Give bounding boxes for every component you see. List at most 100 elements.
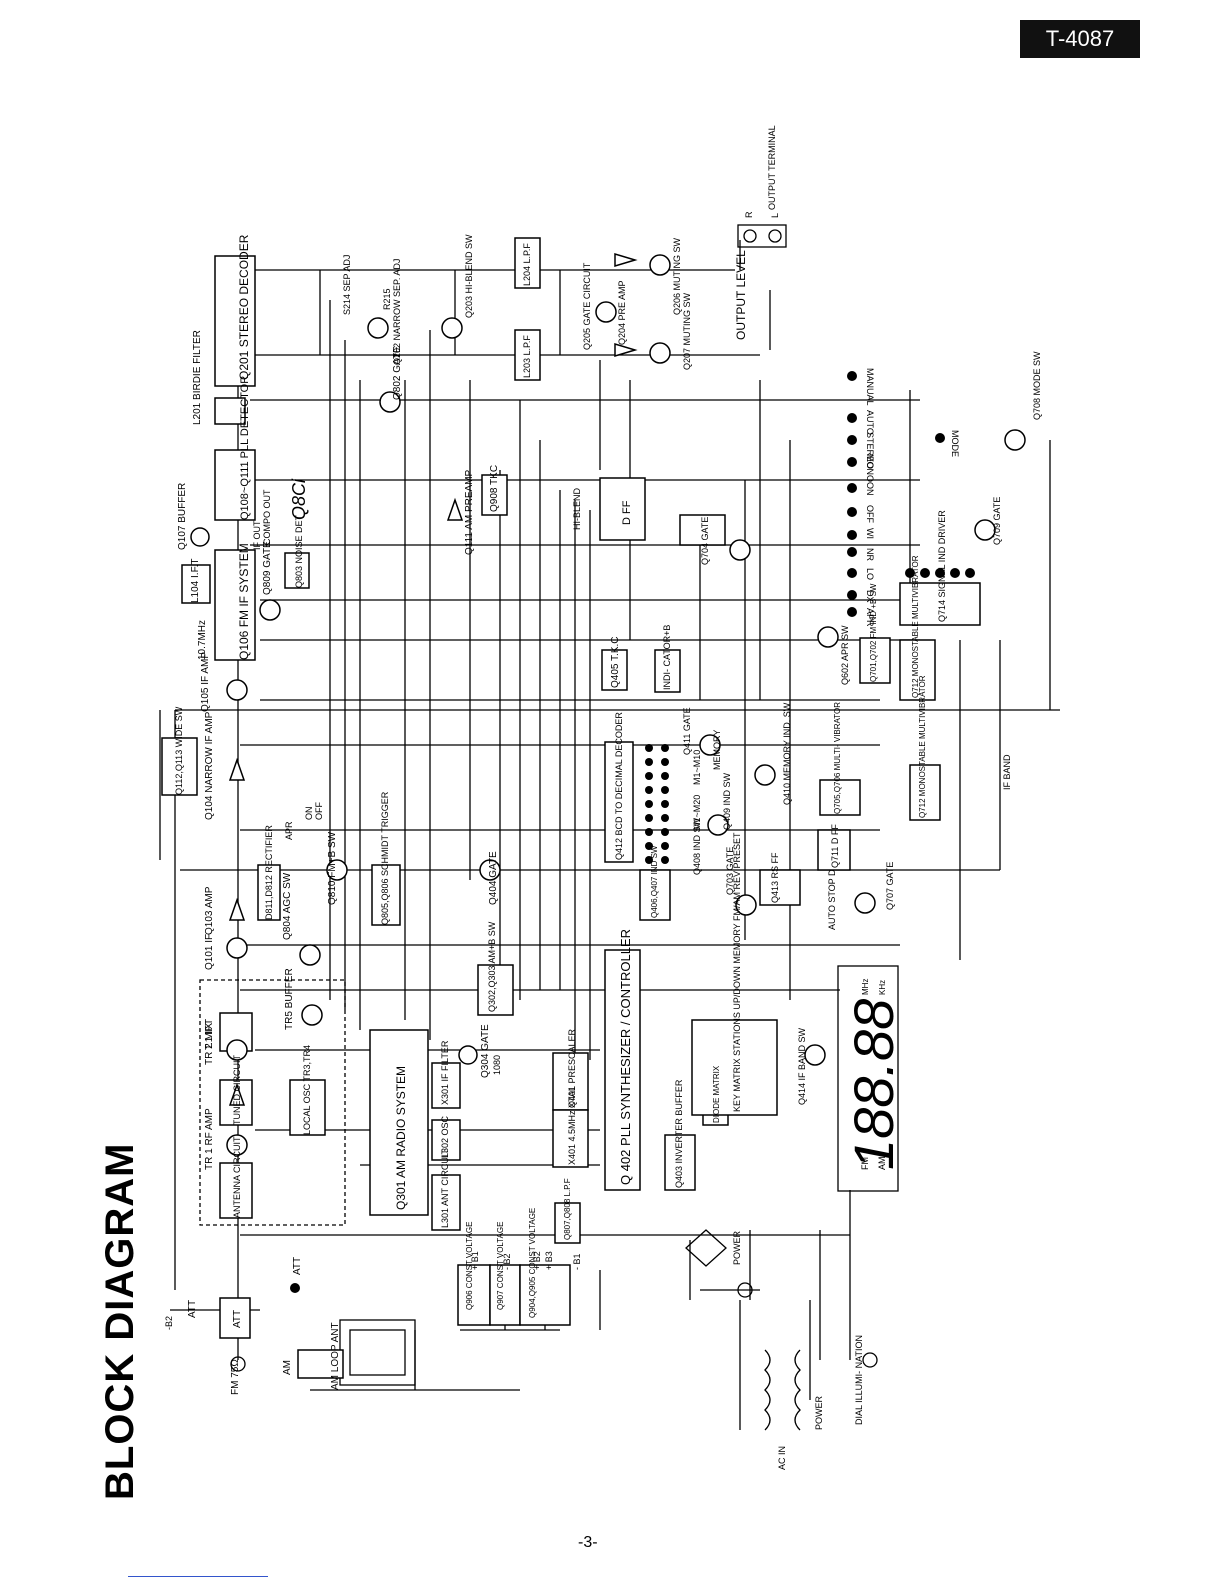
label-local: LOCAL OSC TR3,TR4 [302,1045,312,1135]
label-q602: Q602 APR SW [840,625,850,685]
lpf-l203-box [514,329,541,381]
fm-if-system-box [214,549,256,661]
label-q908: Q908 TKC [489,465,500,512]
am-terminal-box [297,1349,344,1379]
label-apr-sw: APR [865,608,875,627]
label-s214: S214 SEP ADJ [342,255,352,315]
label-ifband: IF BAND [1002,754,1012,790]
d-ff-box [599,477,646,541]
label-sw-on: ON [865,482,875,496]
bcd-decoder-box [604,741,634,863]
label-q708: Q708 MODE SW [1032,351,1042,420]
label-q304: Q304 GATE [480,1024,491,1078]
label-antenna: ANTENNA CIRCUIT [232,1136,242,1218]
label-q810: Q810 FM+B SW [327,831,338,905]
multivibrator-box [819,779,861,816]
const-voltage-q906-box [457,1264,491,1326]
pll-synthesizer-box [604,949,641,1191]
label-auto: AUTO [865,410,875,435]
label-q705: Q705,Q706 MULTI- VIBRATOR [833,702,842,814]
label-q403: Q403 INVERTER BUFFER [674,1079,684,1188]
label-q904: Q904,Q905 CONST VOLTAGE [528,1208,537,1318]
key-matrix-box [691,1019,778,1116]
label-q703: Q703 GATE [725,847,735,895]
label-wi: WI [865,528,875,539]
label-l302: L302 OSC [440,1115,450,1158]
label-t1: T.1 IFT [204,1019,215,1050]
label-q807: Q807,Q808 L.P.F [563,1178,572,1240]
label-q410: Q410 MEMORY IND. SW [782,702,792,805]
label-q202: Q202 NARROW SEP. ADJ [392,259,402,365]
label-dial: DIAL ILLUMI- NATION [854,1335,864,1425]
prescaler-box [552,1052,589,1111]
label-tr2: TR 2 MIX [204,1022,215,1065]
label-diode: DIODE MATRIX [712,1065,721,1123]
label-tuned: TUNED CIRCUIT [232,1055,242,1125]
label-b1: + B1 [470,1251,480,1270]
monostable-q712-box [899,639,936,701]
label-q704: Q704 GATE [700,517,710,565]
q704-logic-box [679,514,726,546]
fm-ind-b-sw-box [859,637,891,684]
label-att-sw: ATT [187,1300,198,1318]
label-q207: Q207 MUTING SW [682,292,692,370]
pll-detector-box [214,449,256,521]
ant-circuit-l301-box [431,1174,461,1231]
model-number-tag: T-4087 [1020,20,1140,58]
label-q107: Q107 BUFFER [177,483,188,550]
rectifier-box [257,864,281,921]
label-q802: Q802 GATE [392,346,403,400]
label-nr: NR [865,548,875,561]
att-box [219,1297,251,1339]
label-q711: Q711 D FF [830,824,840,868]
label-d811: D811,D812 RECTIFIER [264,825,274,920]
tkc-q405-box [601,649,628,691]
label-q714: Q714 SIGNAL IND DRIVER [937,510,947,622]
label-on: ON [304,807,314,821]
label-dx: DX [865,590,875,603]
label-q203: Q203 HI-BLEND SW [464,234,474,318]
label-sw-off: OFF [865,505,875,523]
label-b2p: + B2 [532,1251,542,1270]
label-gate1080: 1080 [492,1055,502,1075]
label-compo: COMPO OUT [262,489,272,545]
local-osc-box [289,1079,326,1136]
label-tr5: TR5 BUFFER [284,968,295,1030]
label-att-box: ATT [232,1310,243,1328]
label-q414: Q414 IF BAND SW [797,1027,807,1105]
label-l301: L301 ANT CIRCUIT [440,1149,450,1228]
label-apr: APR [284,821,294,840]
label-stereo: STEREO [865,432,875,469]
label-x301: X301 IF FILTER [440,1040,450,1105]
diagram-labels: Q201 STEREO DECODER L201 BIRDIE FILTER Q… [164,125,1042,1470]
label-acin: AC IN [777,1446,787,1470]
osc-l302-box [431,1119,461,1161]
label-q112: Q112,Q113 WIDE SW [174,706,184,795]
label-q701: Q701,Q702 FM IND +B SW [869,583,878,682]
label-b2: - B2 [502,1253,512,1270]
handwritten-note: Q8Ci [289,478,309,520]
label-q712: Q712 MONOSTABLE MULTIVIBRATOR [911,555,920,698]
label-dff: D FF [621,500,633,525]
label-x401: X401 4.5MHz XTAL [567,1086,577,1165]
label-amloop: AM LOOP ANT [330,1322,341,1390]
label-q204: Q204 PRE AMP [617,280,627,345]
label-q907: Q907 CONST VOLTAGE [496,1222,505,1310]
label-r: R [744,211,754,218]
frequency-display-digits: 188.88 [842,999,905,1170]
label-off: OFF [314,802,324,820]
label-q103: Q103 AMP [204,886,215,935]
label-mono: MONO [865,454,875,482]
label-q201: Q201 STEREO DECODER [237,234,251,380]
label-q205: Q205 GATE CIRCUIT [582,262,592,350]
birdie-filter-box [214,397,246,425]
label-q409: Q409 IND SW [722,772,732,830]
rs-ff-box [759,869,801,906]
diagram-wiring [159,224,1060,1431]
label-q206: Q206 MUTING SW [672,237,682,315]
label-l203: L203 L.P.F [522,335,532,378]
diagram-devices [190,252,1026,1156]
d-ff-q711-box [817,829,851,871]
label-q707: Q707 GATE [885,862,895,910]
